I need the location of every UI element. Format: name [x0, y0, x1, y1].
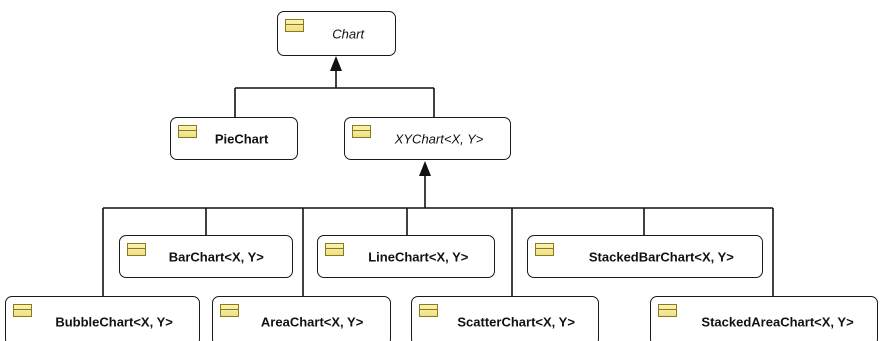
class-icon — [220, 304, 239, 317]
class-name-scatterchart: ScatterChart<X, Y> — [457, 314, 575, 330]
class-icon — [127, 243, 146, 256]
class-node-bubblechart: BubbleChart<X, Y> — [5, 296, 200, 341]
class-node-stackedbarchart: StackedBarChart<X, Y> — [527, 235, 763, 278]
class-name-stackedbarchart: StackedBarChart<X, Y> — [588, 249, 734, 264]
class-name-barchart: BarChart<X, Y> — [168, 249, 264, 264]
class-icon — [658, 304, 677, 317]
class-node-piechart: PieChart — [170, 117, 298, 160]
class-icon — [419, 304, 438, 317]
class-icon — [178, 125, 197, 138]
arrowhead-xychart — [419, 161, 431, 176]
class-name-areachart: AreaChart<X, Y> — [260, 314, 364, 330]
class-node-linechart: LineChart<X, Y> — [317, 235, 495, 278]
class-name-linechart: LineChart<X, Y> — [368, 249, 469, 264]
class-icon — [325, 243, 344, 256]
class-icon — [285, 19, 304, 32]
class-node-barchart: BarChart<X, Y> — [119, 235, 293, 278]
class-icon — [535, 243, 554, 256]
class-name-xychart: XYChart<X, Y> — [394, 131, 484, 146]
class-name-piechart: PieChart — [214, 131, 269, 146]
class-name-bubblechart: BubbleChart<X, Y> — [55, 314, 173, 330]
arrowhead-chart — [330, 56, 342, 71]
class-icon — [13, 304, 32, 317]
class-name-stackedareachart: StackedAreaChart<X, Y> — [701, 314, 854, 330]
class-node-chart: Chart — [277, 11, 396, 56]
class-name-chart: Chart — [332, 26, 365, 41]
class-node-areachart: AreaChart<X, Y> — [212, 296, 391, 341]
class-node-xychart: XYChart<X, Y> — [344, 117, 511, 160]
class-icon — [352, 125, 371, 138]
class-node-scatterchart: ScatterChart<X, Y> — [411, 296, 599, 341]
class-node-stackedareachart: StackedAreaChart<X, Y> — [650, 296, 878, 341]
